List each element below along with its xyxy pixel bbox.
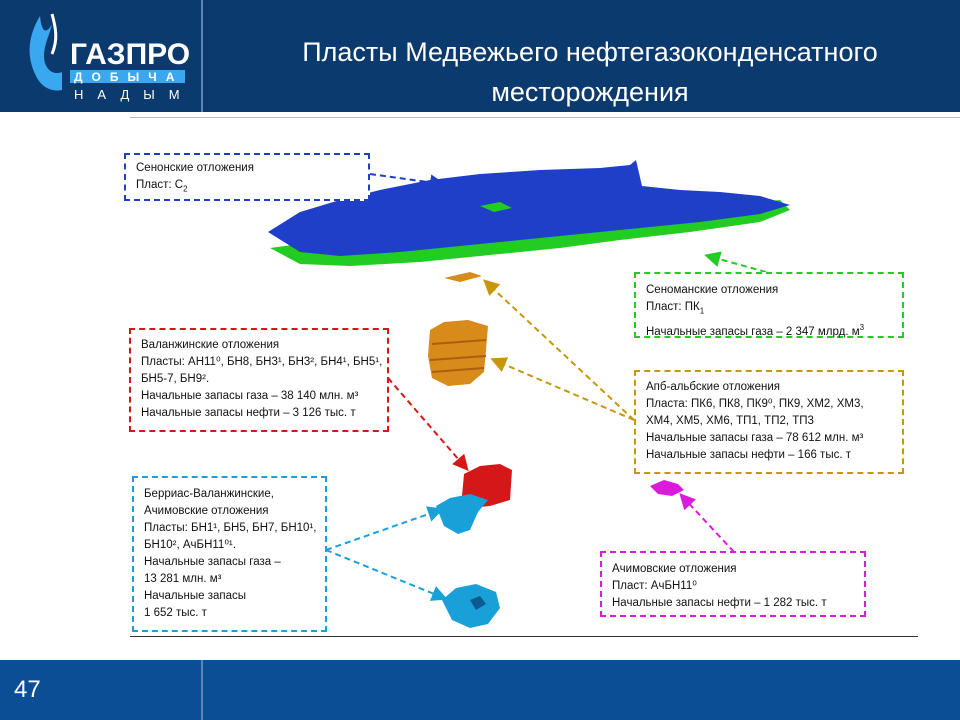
page-title: Пласты Медвежьего нефтегазоконденсатного… — [230, 32, 950, 112]
valang-line4: Начальные запасы газа – 38 140 млн. м³ — [141, 390, 359, 402]
berrias-line2: Ачимовские отложения — [144, 505, 269, 517]
berrias-layer-lower — [442, 584, 500, 628]
page-number: 47 — [14, 676, 41, 703]
alb-box: Апб-альбские отложения Пласта: ПК6, ПК8,… — [634, 370, 904, 474]
alb-line3: ХМ4, ХМ5, ХМ6, ТП1, ТП2, ТП3 — [646, 415, 814, 427]
alb-line5: Начальные запасы нефти – 166 тыс. т — [646, 449, 852, 461]
berrias-box: Берриас-Валанжинские, Ачимовские отложен… — [132, 476, 327, 632]
logo-name: ГАЗПРОМ — [70, 38, 192, 71]
logo-area: ГАЗПРОМ ДОБЫЧА НАДЫМ — [0, 0, 203, 112]
footer-left-block: 47 — [0, 660, 203, 720]
senoman-line1: Сеноманские отложения — [646, 284, 779, 296]
senon-layer — [268, 160, 790, 256]
alb-layer-small — [444, 272, 482, 282]
senon-line1: Сенонские отложения — [136, 162, 254, 174]
gazprom-logo: ГАЗПРОМ ДОБЫЧА НАДЫМ — [29, 13, 192, 102]
senon-box: Сенонские отложения Пласт: С2 — [124, 153, 370, 201]
valang-box: Валанжинские отложения Пласты: АН11⁰, БН… — [129, 328, 389, 432]
berrias-line5: Начальные запасы газа – — [144, 556, 281, 568]
achim-line1: Ачимовские отложения — [612, 563, 737, 575]
alb-line2: Пласта: ПК6, ПК8, ПК9⁰, ПК9, ХМ2, ХМ3, — [646, 398, 864, 410]
logo-line2: ДОБЫЧА — [74, 70, 183, 84]
title-line-2: месторождения — [491, 77, 689, 107]
berrias-line3: Пласты: БН1¹, БН5, БН7, БН10¹, — [144, 522, 317, 534]
baseline — [130, 636, 918, 637]
berrias-line4: БН10², АчБН11⁰¹. — [144, 539, 236, 551]
header-bar: ГАЗПРОМ ДОБЫЧА НАДЫМ Пласты Медвежьего н… — [0, 0, 960, 112]
valang-line1: Валанжинские отложения — [141, 339, 280, 351]
alb-layer-stack — [428, 320, 488, 386]
title-line-1: Пласты Медвежьего нефтегазоконденсатного — [302, 37, 878, 67]
alb-line4: Начальные запасы газа – 78 612 млн. м³ — [646, 432, 864, 444]
berrias-line8: 1 652 тыс. т — [144, 607, 207, 619]
achim-line2: Пласт: АчБН11⁰ — [612, 580, 697, 592]
valang-line2: Пласты: АН11⁰, БН8, БН3¹, БН3², БН4¹, БН… — [141, 356, 383, 368]
achim-layer — [650, 480, 684, 496]
valang-line3: БН5-7, БН9². — [141, 373, 210, 385]
berrias-line1: Берриас-Валанжинские, — [144, 488, 274, 500]
berrias-line7: Начальные запасы — [144, 590, 247, 602]
senoman-line3: Начальные запасы газа – 2 347 млрд. м3 — [646, 323, 865, 339]
achim-line3: Начальные запасы нефти – 1 282 тыс. т — [612, 597, 827, 609]
senoman-box: Сеноманские отложения Пласт: ПК1 Начальн… — [634, 272, 904, 338]
alb-line1: Апб-альбские отложения — [646, 381, 781, 393]
senon-line2: Пласт: С2 — [136, 179, 188, 194]
achim-box: Ачимовские отложения Пласт: АчБН11⁰ Нача… — [600, 551, 866, 617]
valang-line5: Начальные запасы нефти – 3 126 тыс. т — [141, 407, 356, 419]
title-divider — [130, 117, 960, 118]
berrias-layer-upper — [436, 494, 488, 534]
senoman-line2: Пласт: ПК1 — [646, 301, 705, 316]
footer-bar: 47 — [0, 660, 960, 720]
logo-line3: НАДЫМ — [74, 87, 192, 102]
berrias-line6: 13 281 млн. м³ — [144, 573, 222, 585]
